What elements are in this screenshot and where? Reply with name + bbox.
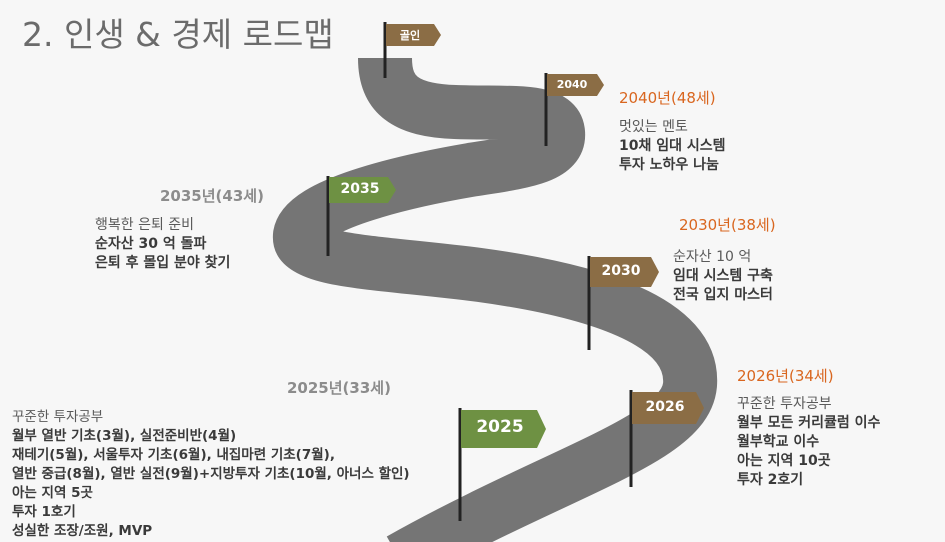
milestone-2026-item: 월부 모든 커리큘럼 이수 (737, 415, 881, 431)
flag-2030 (590, 257, 659, 287)
milestone-2025-item: 월부 열반 기초(3월), 실전준비반(4월) (12, 428, 237, 444)
milestone-2040-item: 10채 임대 시스템 (619, 138, 726, 154)
flag-2026 (632, 392, 704, 424)
milestone-2026-lead: 꾸준한 투자공부 (737, 396, 832, 412)
milestone-2030-lead: 순자산 10 억 (673, 249, 752, 265)
flag-2035-label: 2035 (340, 181, 380, 197)
milestone-2026-details: 꾸준한 투자공부 월부 모든 커리큘럼 이수 월부학교 이수 아는 지역 10곳… (737, 395, 880, 490)
milestone-2040-details: 멋있는 멘토 10채 임대 시스템 투자 노하우 나눔 (619, 118, 726, 175)
milestone-2025-item: 아는 지역 5곳 (12, 485, 93, 501)
milestone-2035-item: 순자산 30 억 돌파 (95, 236, 207, 252)
flag-2035 (329, 177, 396, 203)
goal-flag (386, 24, 441, 46)
milestone-2026-item: 투자 2호기 (737, 472, 804, 488)
milestone-2025-item: 투자 1호기 (12, 504, 76, 520)
milestone-2030-year: 2030년(38세) (679, 216, 776, 234)
page-title: 2. 인생 & 경제 로드맵 (22, 15, 334, 54)
milestone-2040-year: 2040년(48세) (619, 89, 716, 107)
milestone-2025-year: 2025년(33세) (287, 379, 391, 397)
flag-2030-label: 2030 (601, 263, 641, 279)
milestone-2026-year: 2026년(34세) (737, 367, 834, 385)
milestone-2035-year: 2035년(43세) (160, 187, 264, 205)
goal-flag-label: 골인 (399, 29, 421, 42)
milestone-2025-item: 열반 중급(8월), 열반 실전(9월)+지방투자 기초(10월, 아너스 할인… (12, 466, 410, 482)
flag-2025-label: 2025 (476, 417, 524, 437)
milestone-2030-item: 임대 시스템 구축 (673, 268, 773, 284)
milestone-2025-details: 꾸준한 투자공부 월부 열반 기초(3월), 실전준비반(4월) 재테기(5월)… (12, 408, 410, 541)
milestone-2040-item: 투자 노하우 나눔 (619, 157, 719, 173)
flag-2040-label: 2040 (556, 78, 588, 91)
milestone-2030-details: 순자산 10 억 임대 시스템 구축 전국 입지 마스터 (673, 248, 773, 305)
milestone-2026-item: 월부학교 이수 (737, 434, 820, 450)
flag-2026-label: 2026 (645, 399, 685, 415)
milestone-2035-lead: 행복한 은퇴 준비 (95, 217, 195, 233)
flag-2025 (461, 410, 546, 448)
milestone-2025-item: 재테기(5월), 서울투자 기초(6월), 내집마련 기초(7월), (12, 447, 335, 463)
milestone-2026-item: 아는 지역 10곳 (737, 453, 831, 469)
flag-2040 (547, 74, 604, 96)
milestone-2030-item: 전국 입지 마스터 (673, 287, 773, 303)
milestone-2025-item: 성실한 조장/조원, MVP (12, 523, 153, 539)
milestone-2035-item: 은퇴 후 몰입 분야 찾기 (95, 255, 231, 271)
milestone-2035-details: 행복한 은퇴 준비 순자산 30 억 돌파 은퇴 후 몰입 분야 찾기 (95, 216, 230, 273)
milestone-2025-lead: 꾸준한 투자공부 (12, 409, 104, 425)
milestone-2040-lead: 멋있는 멘토 (619, 119, 688, 135)
